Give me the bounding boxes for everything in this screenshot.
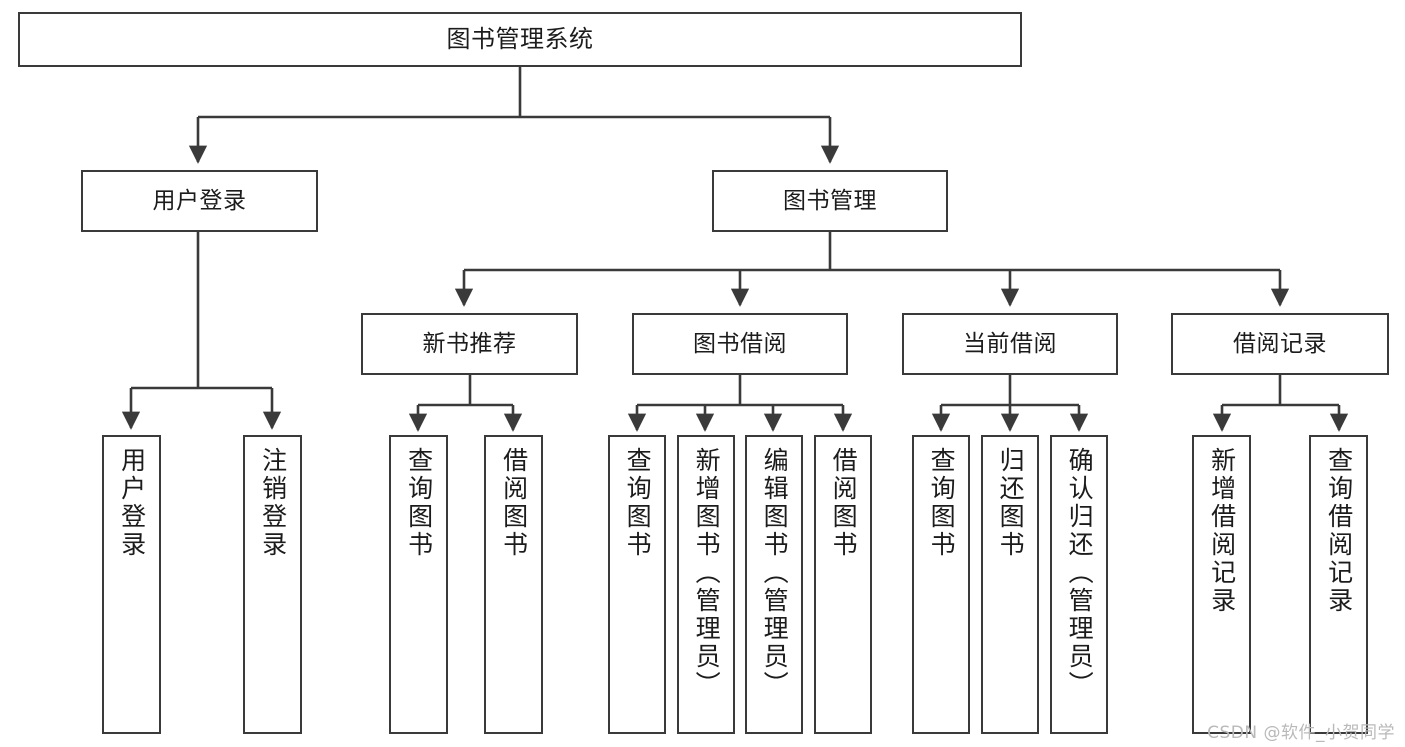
leaf-borrow-lend-book[interactable]: 借阅图书	[814, 435, 872, 734]
leaf-user-logout[interactable]: 注销登录	[243, 435, 302, 734]
node-label: 图书管理系统	[446, 24, 594, 53]
node-label: 注销登录	[258, 447, 288, 559]
leaf-newbook-borrow-book[interactable]: 借阅图书	[484, 435, 543, 734]
node-label: 新增借阅记录	[1207, 447, 1237, 615]
node-root-system[interactable]: 图书管理系统	[18, 12, 1022, 67]
node-label: 查询图书	[623, 447, 653, 559]
leaf-records-query-record[interactable]: 查询借阅记录	[1309, 435, 1368, 734]
leaf-current-confirm-return-admin[interactable]: 确认归还（管理员）	[1050, 435, 1108, 734]
node-label: 查询图书	[927, 447, 957, 559]
leaf-borrow-query-book[interactable]: 查询图书	[608, 435, 666, 734]
leaf-current-query-book[interactable]: 查询图书	[912, 435, 970, 734]
node-label: 借阅图书	[829, 447, 859, 559]
node-book-management[interactable]: 图书管理	[712, 170, 948, 232]
node-label: 新书推荐	[422, 330, 517, 357]
node-label: 用户登录	[152, 187, 247, 214]
node-book-borrow[interactable]: 图书借阅	[632, 313, 848, 375]
leaf-newbook-query-book[interactable]: 查询图书	[389, 435, 448, 734]
node-user-login[interactable]: 用户登录	[81, 170, 318, 232]
node-label: 借阅图书	[499, 447, 529, 559]
node-current-borrow[interactable]: 当前借阅	[902, 313, 1118, 375]
leaf-current-return-book[interactable]: 归还图书	[981, 435, 1039, 734]
node-label: 查询借阅记录	[1324, 447, 1354, 615]
leaf-borrow-edit-book-admin[interactable]: 编辑图书（管理员）	[745, 435, 803, 734]
node-label: 编辑图书（管理员）	[760, 447, 790, 699]
leaf-borrow-add-book-admin[interactable]: 新增图书（管理员）	[677, 435, 735, 734]
node-label: 图书借阅	[693, 330, 787, 357]
node-label: 用户登录	[117, 447, 147, 559]
node-label: 归还图书	[996, 447, 1026, 559]
node-label: 新增图书（管理员）	[692, 447, 722, 699]
node-label: 查询图书	[404, 447, 434, 559]
node-new-book-recommend[interactable]: 新书推荐	[361, 313, 578, 375]
leaf-user-login[interactable]: 用户登录	[102, 435, 161, 734]
node-borrow-records[interactable]: 借阅记录	[1171, 313, 1389, 375]
leaf-records-add-record[interactable]: 新增借阅记录	[1192, 435, 1251, 734]
node-label: 图书管理	[783, 187, 877, 214]
node-label: 确认归还（管理员）	[1065, 447, 1095, 699]
node-label: 当前借阅	[963, 330, 1057, 357]
csdn-watermark: CSDN @软件_小贺同学	[1207, 723, 1395, 743]
node-label: 借阅记录	[1233, 330, 1327, 357]
